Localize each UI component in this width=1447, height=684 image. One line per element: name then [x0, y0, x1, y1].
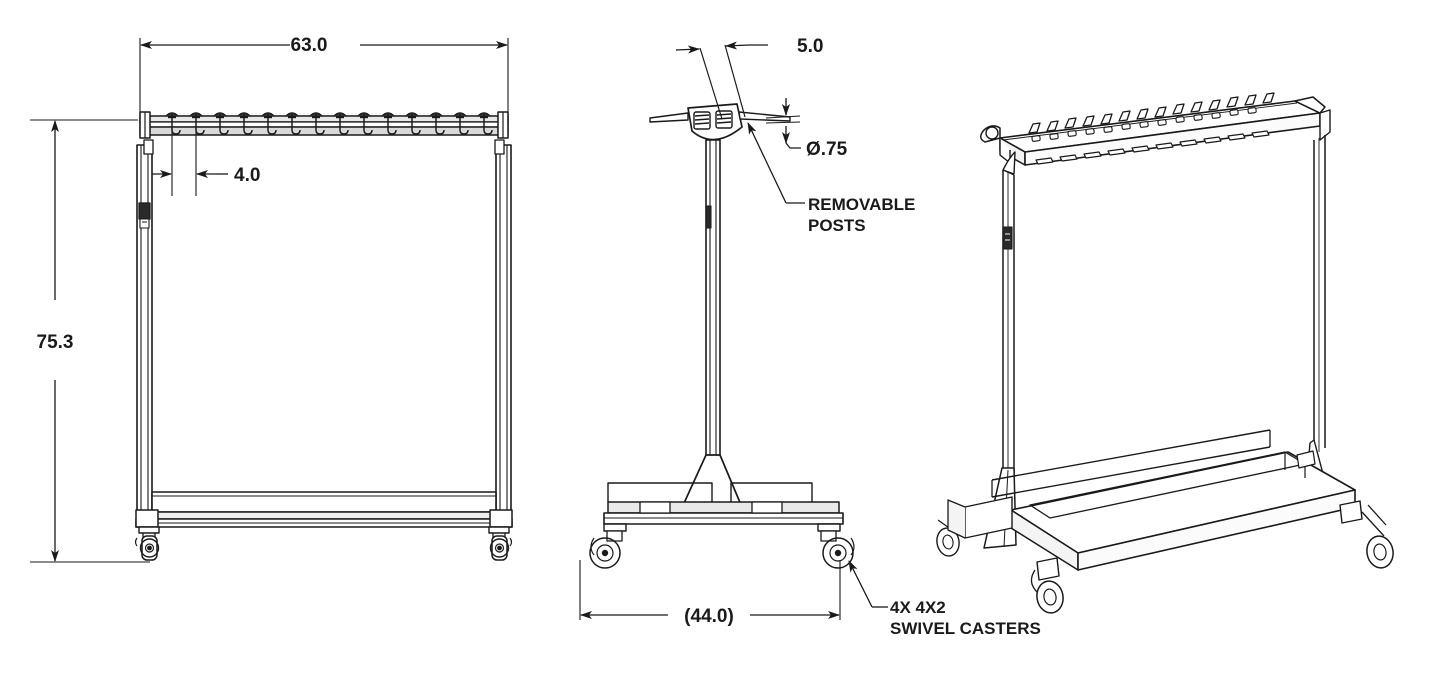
leader-swivel-casters: [848, 560, 888, 608]
iso-rail-end-cap-right: [1294, 96, 1331, 141]
front-right-upright: [494, 139, 512, 521]
hook: [1244, 94, 1257, 106]
front-hook-row: [165, 112, 493, 135]
hook: [285, 112, 301, 135]
hook: [1064, 117, 1077, 129]
iso-base-rail-back: [991, 429, 1271, 498]
side-caster-left: [589, 523, 627, 569]
iso-rail-end-cap-left: [980, 125, 1011, 164]
hook: [333, 112, 349, 135]
iso-base-corner-block: [947, 496, 1013, 539]
hook: [237, 112, 253, 135]
front-rail-end-cap-left: [139, 111, 151, 139]
iso-rail-slot-row: [1031, 107, 1257, 142]
leader-removable-posts: [747, 122, 805, 204]
iso-rail-face-slot-row: [1035, 130, 1270, 165]
hook: [1226, 96, 1239, 108]
hook: [261, 112, 277, 135]
iso-caster-front-right: [1339, 500, 1394, 569]
dimension-label-base-width: (44.0): [684, 606, 734, 627]
side-removable-post-right: [738, 111, 791, 122]
dimension-label-overall-height: 75.3: [37, 332, 74, 353]
hook: [1100, 113, 1113, 125]
isometric-view: [936, 92, 1394, 614]
dimension-base-width: [579, 560, 841, 620]
hook: [1046, 120, 1059, 132]
dimension-label-post-spacing: 5.0: [797, 36, 823, 57]
height-adjust-clamp-left: [138, 202, 151, 229]
hook: [1082, 115, 1095, 127]
side-vertical-mast: [705, 139, 721, 493]
front-caster-left: [134, 526, 160, 561]
hook: [1262, 92, 1275, 104]
side-removable-post-left: [649, 112, 689, 123]
iso-left-upright: [1002, 151, 1016, 515]
height-adjust-clamp-iso: [1002, 226, 1013, 250]
hook: [477, 112, 493, 135]
hook: [1028, 122, 1041, 134]
note-swivel-casters-line1: 4X 4X2: [890, 598, 946, 617]
dimension-label-overall-width: 63.0: [291, 35, 328, 56]
side-head-block: [687, 103, 743, 141]
dimension-hook-pitch: [152, 128, 228, 196]
note-removable-posts-line1: REMOVABLE: [808, 195, 915, 214]
dimension-overall-width: [139, 38, 509, 125]
dimension-label-post-diameter: Ø.75: [806, 139, 848, 160]
hook: [405, 112, 421, 135]
iso-hook-row: [1028, 92, 1275, 134]
dimension-post-spacing: [675, 41, 768, 120]
hook: [309, 112, 325, 135]
hook: [381, 112, 397, 135]
side-elevation-view: [589, 103, 855, 569]
iso-right-upright: [1313, 135, 1326, 455]
front-rail-end-cap-right: [497, 111, 509, 139]
front-caster-right: [488, 526, 513, 561]
front-view-dimensions: [30, 38, 509, 563]
dimension-label-hook-pitch: 4.0: [234, 165, 260, 186]
hook: [213, 112, 229, 135]
hook: [1190, 101, 1203, 113]
side-caster-right: [817, 523, 855, 569]
hook: [1136, 108, 1149, 120]
iso-caster-front-left: [1030, 557, 1064, 614]
dimension-post-diameter: [765, 98, 801, 149]
note-swivel-casters-line2: SWIVEL CASTERS: [890, 619, 1041, 638]
side-base-plate: [603, 482, 844, 525]
hook: [453, 112, 469, 135]
side-view-dimensions: [579, 41, 888, 620]
note-removable-posts-line2: POSTS: [808, 216, 866, 235]
hook: [1208, 99, 1221, 111]
hook: [357, 112, 373, 135]
hook: [1172, 103, 1185, 115]
front-left-upright: [136, 139, 154, 521]
hook: [1118, 110, 1131, 122]
hook: [1154, 106, 1167, 118]
dimension-overall-height: [30, 119, 150, 563]
hook: [429, 112, 445, 135]
iso-caster-back-right: [1296, 450, 1316, 469]
front-base-frame: [135, 491, 513, 528]
